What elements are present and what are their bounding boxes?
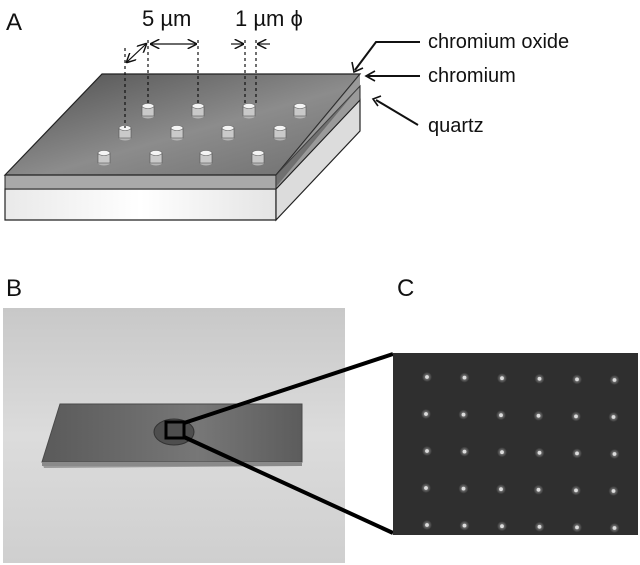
panel-a: A 5 µm 1 µm ϕ xyxy=(3,6,569,222)
spot xyxy=(612,378,617,382)
callout-arrowhead-top xyxy=(351,61,364,74)
spot xyxy=(461,486,466,491)
pillar xyxy=(97,150,111,166)
label-chromium-oxide: chromium oxide xyxy=(428,31,569,53)
pillar xyxy=(141,103,155,119)
quartz-front xyxy=(4,188,277,221)
spot xyxy=(536,487,541,492)
panel-letter-b: B xyxy=(6,275,22,302)
micrograph xyxy=(393,353,638,535)
pillar xyxy=(191,103,205,119)
zoom-line-top xyxy=(183,352,394,425)
pitch-arrow-diag xyxy=(127,44,146,62)
pillar xyxy=(199,150,213,166)
diameter-label: 1 µm ϕ xyxy=(235,6,303,31)
spot xyxy=(537,376,542,381)
callout-line-top xyxy=(354,41,420,71)
spot xyxy=(500,376,504,381)
slide-edge xyxy=(42,462,302,466)
zoom-line-bottom xyxy=(183,435,394,535)
pillar xyxy=(242,103,256,119)
spot xyxy=(425,375,429,379)
layered-substrate xyxy=(3,73,362,222)
pillar xyxy=(170,125,184,141)
spot xyxy=(537,450,542,455)
spot xyxy=(462,523,467,528)
spot xyxy=(537,524,542,529)
spot xyxy=(462,375,467,380)
callout-arrowhead-middle xyxy=(364,70,376,82)
spot xyxy=(575,525,579,530)
label-quartz: quartz xyxy=(428,115,484,137)
chromium-front xyxy=(4,174,277,190)
pillar xyxy=(221,125,235,141)
layer-callouts xyxy=(351,41,420,126)
panel-letter-a: A xyxy=(6,9,22,36)
panel-b: B xyxy=(3,275,345,563)
label-chromium: chromium xyxy=(428,65,516,87)
spot xyxy=(425,523,429,527)
spot xyxy=(575,377,579,382)
dimension-guides xyxy=(124,40,270,128)
spot xyxy=(612,526,617,530)
pitch-label: 5 µm xyxy=(142,6,191,31)
chromium-oxide-edge xyxy=(276,74,360,187)
spot xyxy=(500,450,504,455)
spot xyxy=(612,452,617,456)
spot xyxy=(574,414,578,419)
pillar xyxy=(273,125,287,141)
pillar-array xyxy=(97,103,307,166)
zoom-region-box xyxy=(164,420,186,440)
spot xyxy=(424,486,428,490)
spot xyxy=(461,412,466,417)
pillar xyxy=(251,150,265,166)
spot xyxy=(499,487,503,492)
callout-arrowhead-bottom xyxy=(371,95,382,107)
pillar xyxy=(293,103,307,119)
panel-letter-c: C xyxy=(397,275,414,302)
spot xyxy=(499,413,503,418)
spot xyxy=(536,413,541,418)
spot xyxy=(424,412,428,416)
callout-line-bottom xyxy=(375,99,419,126)
spot xyxy=(575,451,579,456)
spot xyxy=(574,488,578,493)
spot xyxy=(425,449,429,453)
micrograph-spot-grid xyxy=(421,372,620,533)
panel-c: C xyxy=(393,275,638,535)
spot xyxy=(462,449,467,454)
spot xyxy=(611,415,616,419)
spot xyxy=(500,524,504,529)
spot xyxy=(611,489,616,493)
pillar xyxy=(149,150,163,166)
zoom-connector xyxy=(183,352,394,535)
